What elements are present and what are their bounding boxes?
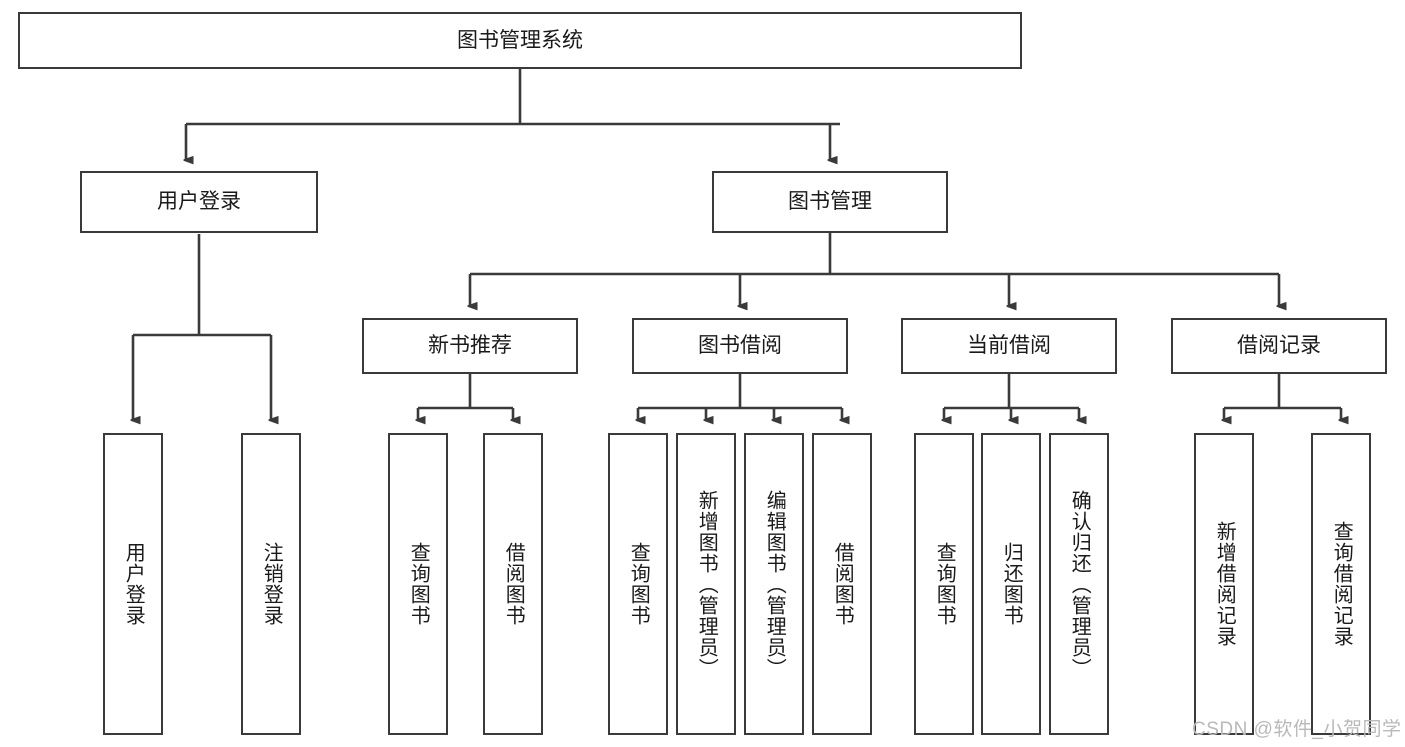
node-label: 新增图书（管理员） <box>695 489 718 679</box>
node-book-management[interactable]: 图书管理 <box>712 171 948 233</box>
node-current-borrow[interactable]: 当前借阅 <box>901 318 1117 374</box>
leaf-borrow-borrow-book[interactable]: 借阅图书 <box>812 433 872 735</box>
node-label: 注销登录 <box>260 542 283 626</box>
leaf-current-confirm-return-admin[interactable]: 确认归还（管理员） <box>1049 433 1109 735</box>
leaf-borrow-edit-book-admin[interactable]: 编辑图书（管理员） <box>744 433 804 735</box>
node-label: 新增借阅记录 <box>1213 521 1236 647</box>
node-borrow-record[interactable]: 借阅记录 <box>1171 318 1387 374</box>
leaf-recommend-borrow-book[interactable]: 借阅图书 <box>483 433 543 735</box>
leaf-borrow-add-book-admin[interactable]: 新增图书（管理员） <box>676 433 736 735</box>
node-label: 新书推荐 <box>428 334 512 358</box>
leaf-record-query-record[interactable]: 查询借阅记录 <box>1311 433 1371 735</box>
leaf-current-return-book[interactable]: 归还图书 <box>981 433 1041 735</box>
leaf-recommend-query-book[interactable]: 查询图书 <box>388 433 448 735</box>
node-label: 查询图书 <box>407 542 430 626</box>
leaf-user-login-signout[interactable]: 注销登录 <box>241 433 301 735</box>
node-label: 查询借阅记录 <box>1330 521 1353 647</box>
node-label: 借阅图书 <box>502 542 525 626</box>
node-label: 归还图书 <box>1000 542 1023 626</box>
node-label: 图书借阅 <box>698 334 782 358</box>
node-label: 用户登录 <box>157 190 241 214</box>
node-label: 借阅图书 <box>831 542 854 626</box>
csdn-watermark: CSDN @软件_小贺同学 <box>1192 719 1402 740</box>
leaf-user-login-signin[interactable]: 用户登录 <box>103 433 163 735</box>
node-user-login[interactable]: 用户登录 <box>80 171 318 233</box>
leaf-record-add-record[interactable]: 新增借阅记录 <box>1194 433 1254 735</box>
node-label: 图书管理系统 <box>457 28 583 52</box>
node-label: 用户登录 <box>122 542 145 626</box>
node-root-system[interactable]: 图书管理系统 <box>18 12 1022 69</box>
node-label: 确认归还（管理员） <box>1068 489 1091 679</box>
leaf-borrow-query-book[interactable]: 查询图书 <box>608 433 668 735</box>
node-book-borrow[interactable]: 图书借阅 <box>632 318 848 374</box>
leaf-current-query-book[interactable]: 查询图书 <box>914 433 974 735</box>
node-new-book-recommend[interactable]: 新书推荐 <box>362 318 578 374</box>
node-label: 查询图书 <box>933 542 956 626</box>
node-label: 查询图书 <box>627 542 650 626</box>
node-label: 图书管理 <box>788 190 872 214</box>
node-label: 借阅记录 <box>1237 334 1321 358</box>
node-label: 当前借阅 <box>967 334 1051 358</box>
node-label: 编辑图书（管理员） <box>763 489 786 679</box>
